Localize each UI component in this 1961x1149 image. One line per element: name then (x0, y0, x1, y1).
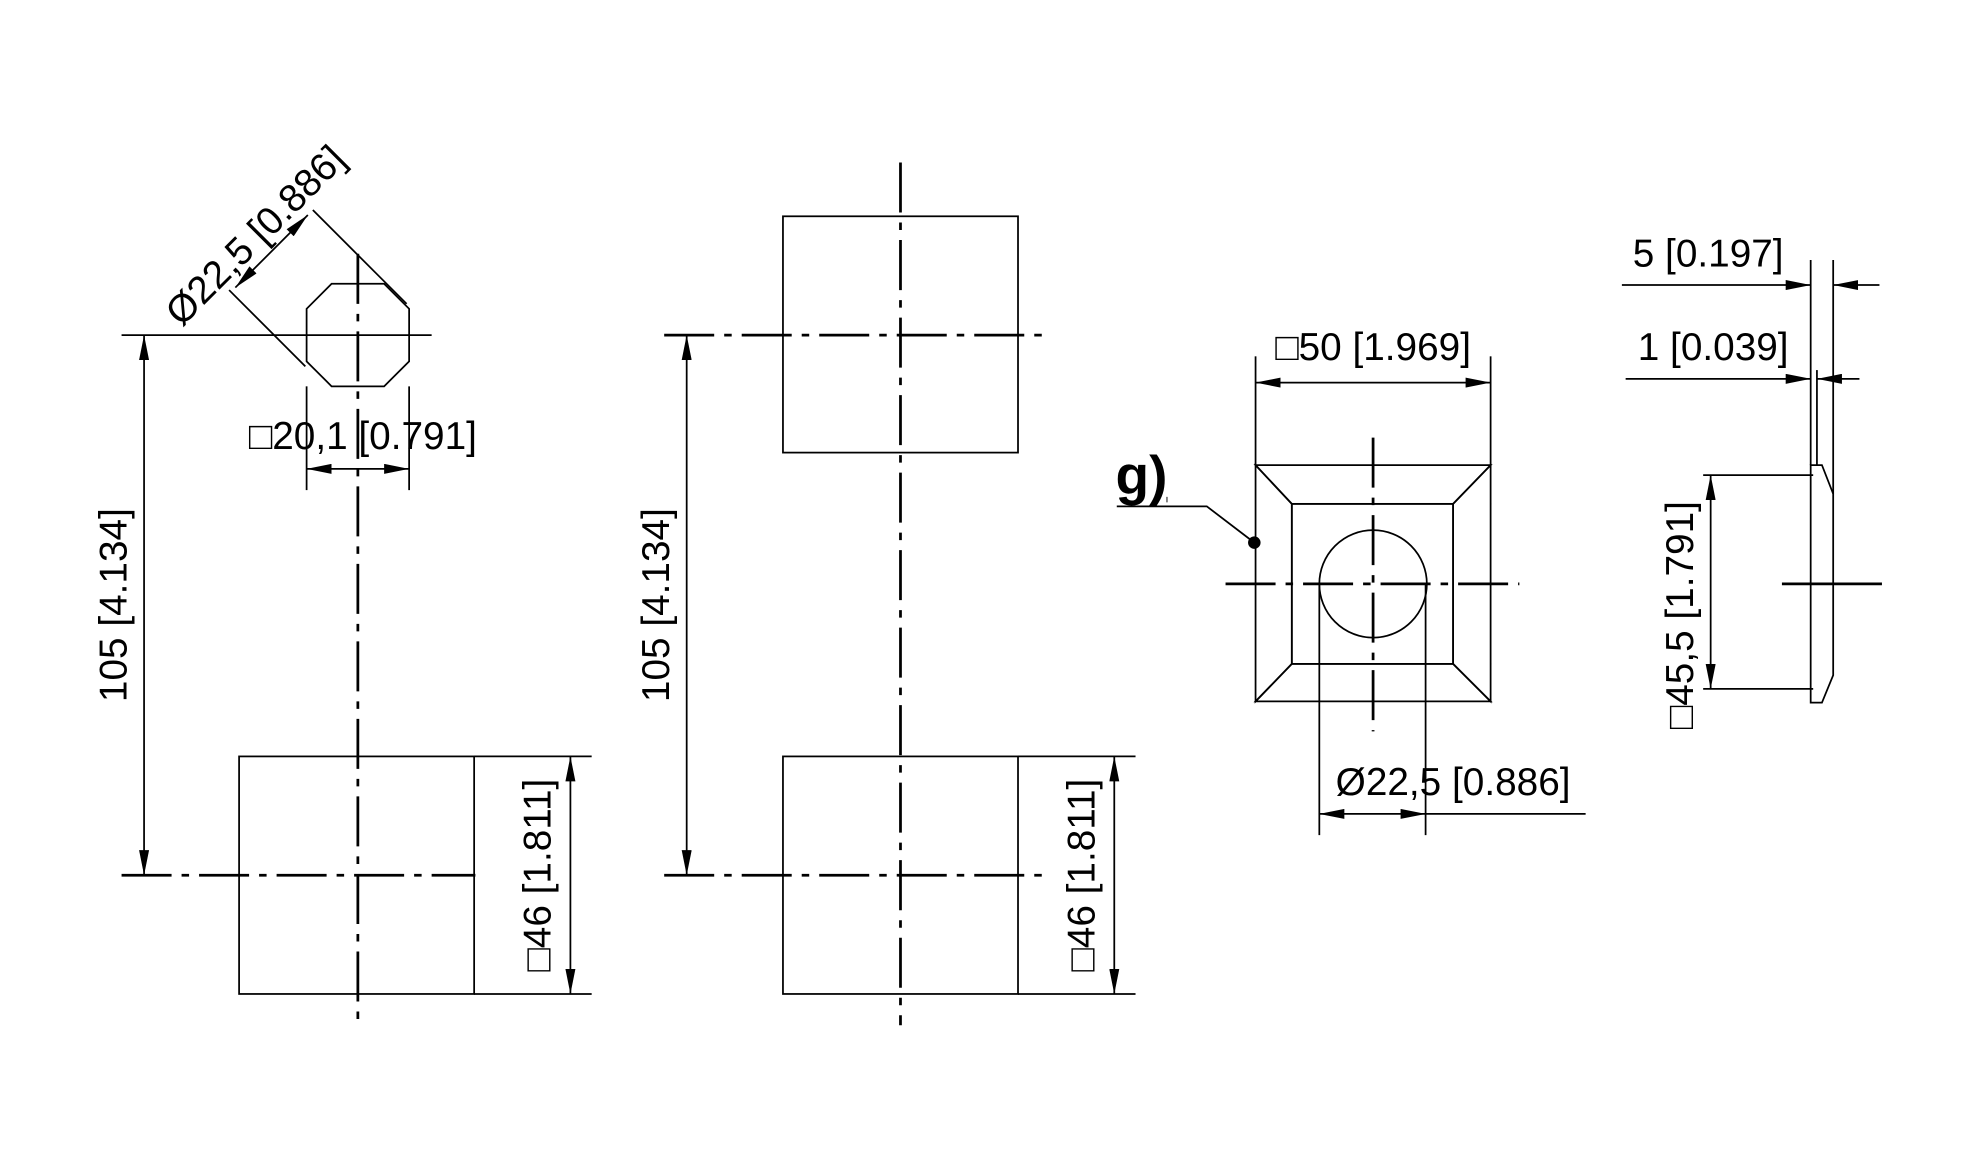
hole-diameter-label: Ø22,5 [0.886] (1336, 761, 1571, 804)
callout-dot (1248, 536, 1261, 549)
plate-square-label: □46 [1.811] (1060, 779, 1103, 972)
plate-view: □50 [1.969] g) Ø22,5 [0.886] (1116, 326, 1586, 836)
side-view: 5 [0.197] 1 [0.039] □45,5 [1.791] (1621, 232, 1882, 729)
outer-square-label: □50 [1.969] (1275, 326, 1471, 369)
spacing-label: 105 [4.134] (93, 508, 136, 702)
octagon-cutout (305, 282, 411, 388)
hole-diameter-label: Ø22,5 [0.886] (158, 137, 354, 333)
flange-label: 1 [0.039] (1638, 326, 1789, 369)
left-view: Ø22,5 [0.886] □20,1 [0.791] 105 [4.134] … (93, 137, 592, 1026)
inner-square-label: □45,5 [1.791] (1659, 501, 1702, 729)
callout-label: g) (1116, 444, 1168, 506)
spacing-label: 105 [4.134] (635, 508, 678, 702)
thickness-label: 5 [0.197] (1633, 232, 1784, 275)
cutout-square-label: □20,1 [0.791] (249, 415, 477, 458)
middle-view: 105 [4.134] □46 [1.811] (635, 162, 1136, 1026)
plate-square-label: □46 [1.811] (516, 779, 559, 972)
